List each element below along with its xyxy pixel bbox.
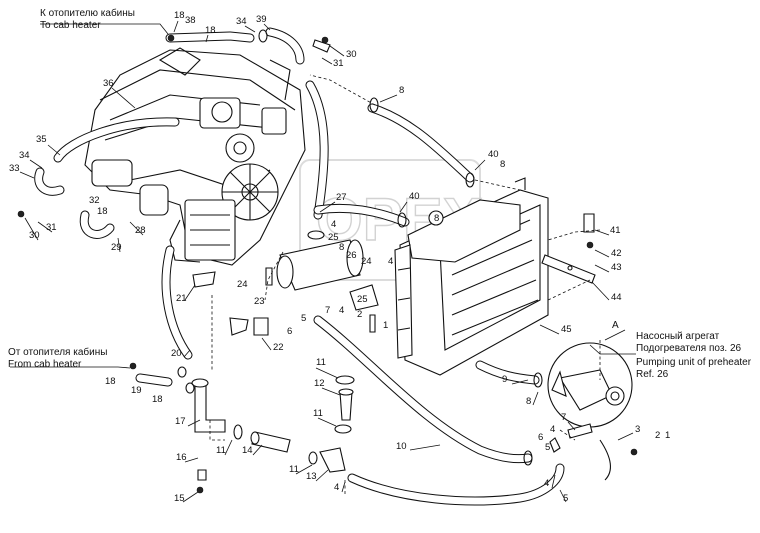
callout-number: 33 bbox=[9, 163, 20, 174]
radiator bbox=[394, 177, 596, 376]
callout-number: 23 bbox=[254, 296, 265, 307]
lower-fittings bbox=[191, 271, 355, 473]
callout-number: 28 bbox=[135, 225, 146, 236]
callout-number: 8 bbox=[434, 213, 439, 224]
callout-number: 43 bbox=[611, 262, 622, 273]
callout-number: 34 bbox=[236, 16, 247, 27]
callout-number: 24 bbox=[361, 256, 372, 267]
callout-number: 18 bbox=[205, 25, 216, 36]
callout-number: 5 bbox=[301, 313, 306, 324]
callout-number: 41 bbox=[610, 225, 621, 236]
callout-number: 13 bbox=[306, 471, 317, 482]
from-heater-label-ru: От отопителя кабины bbox=[8, 347, 108, 358]
callout-number: 17 bbox=[175, 416, 186, 427]
callout-number: 4 bbox=[334, 482, 339, 493]
callout-number: 40 bbox=[488, 149, 499, 160]
callout-number: 31 bbox=[333, 58, 344, 69]
callout-number: 8 bbox=[399, 85, 404, 96]
pump-label-line3: Pumping unit of preheater bbox=[636, 357, 752, 368]
callout-number: 19 bbox=[131, 385, 142, 396]
callout-number: 25 bbox=[328, 232, 339, 243]
pump-label-line1: Насосный агрегат bbox=[636, 331, 720, 342]
callout-number: 4 bbox=[331, 219, 336, 230]
callout-number: 4 bbox=[339, 305, 344, 316]
callout-number: 22 bbox=[273, 342, 284, 353]
from-heater-label-en: From cab heater bbox=[8, 359, 82, 370]
callout-number: 18 bbox=[152, 394, 163, 405]
callout-number: 7 bbox=[325, 305, 330, 316]
callout-number: 4 bbox=[388, 256, 393, 267]
callout-number: 8 bbox=[339, 242, 344, 253]
callout-number: 3 bbox=[635, 424, 640, 435]
callout-number: 39 bbox=[256, 14, 267, 25]
callout-number: 9 bbox=[502, 374, 507, 385]
detail-letter-label: A bbox=[612, 320, 619, 331]
callout-number: 8 bbox=[526, 396, 531, 407]
callout-number: 40 bbox=[409, 191, 420, 202]
callout-number: 6 bbox=[538, 432, 543, 443]
callout-number: 27 bbox=[336, 192, 347, 203]
callout-number: 11 bbox=[316, 357, 326, 368]
callout-number: 5 bbox=[545, 442, 550, 453]
pump-label-line4: Ref. 26 bbox=[636, 369, 669, 380]
callout-number: 36 bbox=[103, 78, 114, 89]
engine-block bbox=[84, 47, 306, 266]
callout-number: 5 bbox=[563, 493, 568, 504]
callout-number: 21 bbox=[176, 293, 187, 304]
callout-number: 45 bbox=[561, 324, 572, 335]
callout-number: 2 bbox=[655, 430, 660, 441]
callout-number: 42 bbox=[611, 248, 622, 259]
callout-number: 30 bbox=[346, 49, 357, 60]
callout-number: 18 bbox=[174, 10, 185, 21]
callout-number: 12 bbox=[314, 378, 325, 389]
callout-number: 29 bbox=[111, 242, 122, 253]
callout-number: 8 bbox=[500, 159, 505, 170]
leader-lines bbox=[10, 20, 636, 503]
callout-number: 18 bbox=[97, 206, 108, 217]
callout-number: 34 bbox=[19, 150, 30, 161]
callout-number: 4 bbox=[550, 424, 555, 435]
callout-number: 10 bbox=[396, 441, 407, 452]
detail-a-pump bbox=[547, 342, 633, 481]
callout-number: 1 bbox=[383, 320, 388, 331]
callout-number: 24 bbox=[237, 279, 248, 290]
callout-number: 18 bbox=[105, 376, 116, 387]
callout-number: 11 bbox=[289, 464, 299, 475]
callout-number: 30 bbox=[29, 230, 40, 241]
callout-number: 15 bbox=[174, 493, 185, 504]
callout-number: 25 bbox=[357, 294, 368, 305]
callout-number: 1 bbox=[665, 430, 670, 441]
callout-number: 35 bbox=[36, 134, 47, 145]
callout-number: 32 bbox=[89, 195, 100, 206]
hose-routes bbox=[34, 27, 565, 506]
to-heater-label-en: To cab heater bbox=[40, 20, 101, 31]
callout-number: 26 bbox=[346, 250, 357, 261]
callout-number: 7 bbox=[561, 412, 566, 423]
callout-number: 11 bbox=[216, 445, 226, 456]
callout-number: 16 bbox=[176, 452, 187, 463]
callout-number: 14 bbox=[242, 445, 253, 456]
callout-number: 38 bbox=[185, 15, 196, 26]
callout-number: 4 bbox=[544, 478, 549, 489]
callout-number: 20 bbox=[171, 348, 182, 359]
callout-number: 11 bbox=[313, 408, 323, 419]
callout-number: 2 bbox=[357, 309, 362, 320]
to-heater-label-ru: К отопителю кабины bbox=[40, 8, 135, 19]
clamps bbox=[17, 29, 638, 494]
pump-label-line2: Подогревателя поз. 26 bbox=[636, 343, 742, 354]
heater-pipe bbox=[276, 239, 379, 311]
callout-number: 6 bbox=[287, 326, 292, 337]
callout-number: 44 bbox=[611, 292, 622, 303]
callout-number: 31 bbox=[46, 222, 57, 233]
